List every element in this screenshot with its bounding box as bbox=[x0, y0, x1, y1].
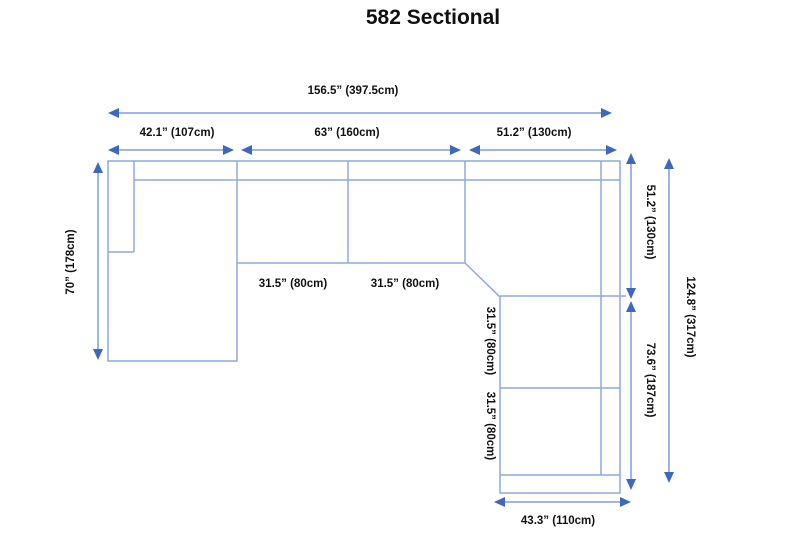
mid-seat-2-label: 31.5” (80cm) bbox=[370, 278, 440, 290]
dimension-lines bbox=[97, 112, 670, 503]
right-upper-depth-arrowhead-top bbox=[626, 153, 636, 164]
right-width-arrowhead-right bbox=[606, 145, 617, 155]
mid-seat-1-label: 31.5” (80cm) bbox=[258, 278, 328, 290]
middle-width-arrowhead-right bbox=[450, 145, 461, 155]
bottom-width-label: 43.3” (110cm) bbox=[520, 515, 596, 527]
overall-width-arrowhead-right bbox=[601, 108, 612, 118]
overall-depth-arrowhead-top bbox=[664, 158, 674, 169]
right-lower-depth-arrowhead-top bbox=[626, 301, 636, 312]
overall-depth-arrowhead-bottom bbox=[664, 472, 674, 483]
right-lower-depth-label: 73.6” (187cm) bbox=[644, 342, 656, 418]
right-upper-depth-label: 51.2” (130cm) bbox=[644, 184, 656, 260]
right-upper-depth-arrowhead-bottom bbox=[626, 288, 636, 299]
overall-width-label: 156.5” (397.5cm) bbox=[307, 85, 399, 97]
bottom-width-arrowhead-left bbox=[494, 497, 505, 507]
right-seat-1-label: 31.5” (80cm) bbox=[484, 306, 496, 376]
overall-depth-label: 124.8” (317cm) bbox=[684, 276, 696, 358]
right-lower-depth-arrowhead-bottom bbox=[626, 479, 636, 490]
middle-width-arrowhead-left bbox=[241, 145, 252, 155]
right-width-label: 51.2” (130cm) bbox=[496, 127, 572, 139]
bottom-width-arrowhead-right bbox=[620, 497, 631, 507]
page-title: 582 Sectional bbox=[365, 6, 501, 29]
sofa-shape bbox=[107, 160, 626, 494]
chaise-width-label: 42.1” (107cm) bbox=[139, 127, 215, 139]
chaise-width-arrowhead-right bbox=[223, 145, 234, 155]
chaise-depth-arrowhead-top bbox=[93, 162, 103, 173]
middle-width-label: 63” (160cm) bbox=[314, 127, 380, 139]
chaise-width-arrowhead-left bbox=[108, 145, 119, 155]
overall-width-arrowhead-left bbox=[108, 108, 119, 118]
sofa-outline bbox=[107, 160, 621, 494]
right-width-arrowhead-left bbox=[469, 145, 480, 155]
right-seat-2-label: 31.5” (80cm) bbox=[484, 391, 496, 461]
chaise-depth-arrowhead-bottom bbox=[93, 349, 103, 360]
dimension-arrowheads bbox=[93, 108, 674, 507]
chaise-depth-label: 70” (178cm) bbox=[65, 229, 77, 295]
